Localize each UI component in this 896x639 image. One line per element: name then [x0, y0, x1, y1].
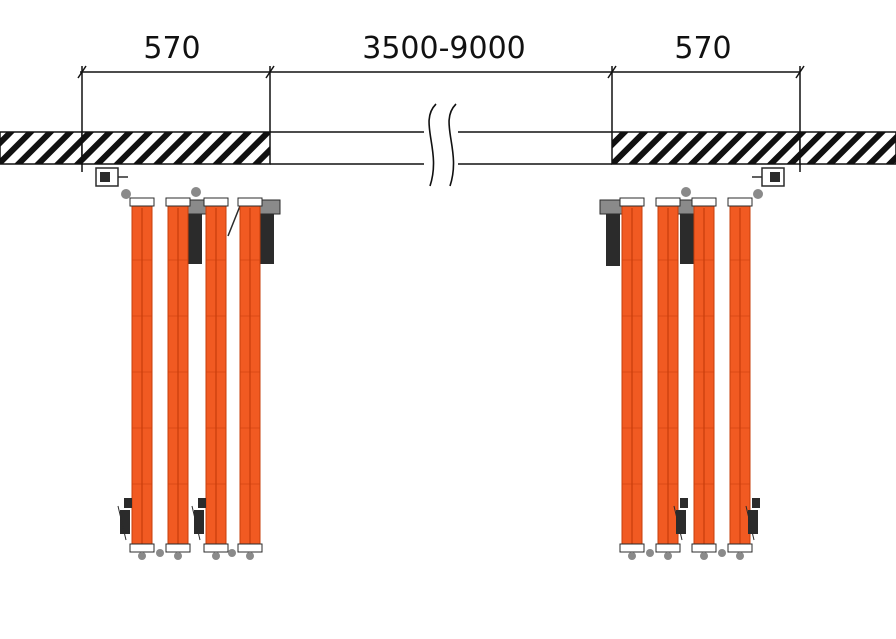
bottom-hinge-icon [628, 552, 636, 560]
roller-icon [228, 549, 236, 557]
roller-icon [646, 549, 654, 557]
hinge-bracket-icon [227, 199, 281, 264]
right-door-panel [655, 197, 681, 560]
bottom-hinge-icon [246, 552, 254, 560]
right-door-panel [619, 197, 645, 560]
left-door-stack [95, 167, 281, 560]
hinge-bracket-icon [185, 187, 207, 264]
left-door-panel [165, 197, 191, 560]
dimension-line [77, 65, 805, 172]
wall-left-pier [81, 131, 271, 165]
bottom-hinge-icon [138, 552, 146, 560]
break-symbol-icon [424, 103, 458, 187]
right-door-panel [727, 197, 753, 560]
bottom-bracket-icon [673, 498, 688, 541]
bottom-bracket-icon [745, 498, 760, 541]
bottom-hinge-icon [212, 552, 220, 560]
bottom-hinge-icon [700, 552, 708, 560]
bottom-bracket-icon [191, 498, 206, 541]
wall-left-outer [0, 131, 83, 165]
wall-right-pier [611, 131, 801, 165]
hinge-bracket-icon [599, 199, 625, 266]
right-door-stack [599, 167, 785, 560]
wall-right-outer [799, 131, 896, 165]
roller-carrier-icon [95, 167, 131, 199]
dimension-opening-label: 3500-9000 [362, 31, 526, 66]
roller-icon [718, 549, 726, 557]
bottom-bracket-icon [117, 498, 132, 541]
wall-section [0, 131, 896, 165]
bottom-hinge-icon [174, 552, 182, 560]
dimension-right-label: 570 [674, 31, 731, 66]
roller-icon [156, 549, 164, 557]
roller-carrier-icon [752, 167, 785, 199]
bottom-hinge-icon [664, 552, 672, 560]
dimension-left-label: 570 [143, 31, 200, 66]
left-door-panel [237, 197, 263, 560]
bottom-hinge-icon [736, 552, 744, 560]
right-door-panel [691, 197, 717, 560]
left-door-panel [129, 197, 155, 560]
left-door-panel [203, 197, 229, 560]
